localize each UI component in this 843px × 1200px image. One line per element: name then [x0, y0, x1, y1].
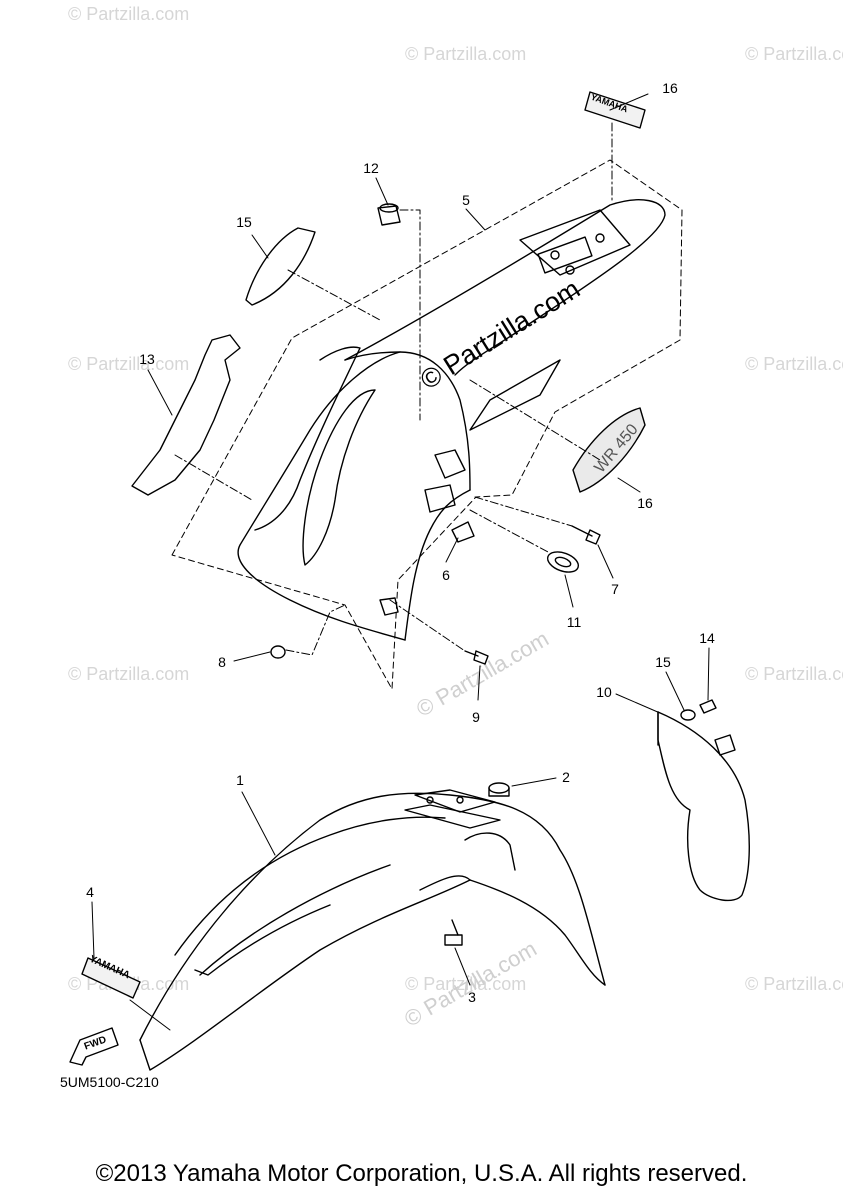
callout-6[interactable]: 6 [442, 567, 450, 583]
watermark-bottom-center: © Partzilla.com [405, 974, 527, 994]
leader-10 [615, 693, 661, 714]
leader-3 [454, 947, 471, 986]
leader-4 [91, 901, 95, 959]
leader-16-left-line [287, 269, 381, 321]
part-2-nut [488, 782, 510, 797]
part-7-bolt [571, 525, 601, 545]
callout-2[interactable]: 2 [562, 769, 570, 785]
watermark-lower-right: © Partzilla.com [745, 664, 843, 684]
callout-5[interactable]: 5 [462, 192, 470, 208]
callout-17[interactable]: 16 [662, 80, 678, 96]
callout-1[interactable]: 1 [236, 772, 244, 788]
leader-11-line [469, 509, 549, 553]
leader-11 [564, 574, 574, 608]
callout-7[interactable]: 7 [611, 581, 619, 597]
watermark-bottom-right: © Partzilla.com [745, 974, 843, 994]
part-15-washer [680, 709, 696, 721]
leader-12 [375, 177, 389, 206]
callout-12[interactable]: 12 [363, 160, 379, 176]
callout-10[interactable]: 10 [596, 684, 612, 700]
part-9-bolt [464, 650, 489, 665]
leader-4-line [129, 999, 171, 1031]
callout-16-left[interactable]: 15 [236, 214, 252, 230]
part-14-screw [699, 699, 717, 714]
leader-12-line [399, 209, 421, 421]
watermark-lower-left: © Partzilla.com [68, 664, 190, 684]
callout-9[interactable]: 9 [472, 709, 480, 725]
leader-9 [477, 665, 481, 701]
callout-8[interactable]: 8 [218, 654, 226, 670]
fwd-arrow [69, 1027, 119, 1066]
leader-16-right [617, 477, 641, 493]
leader-7 [597, 544, 614, 579]
part-16-decal-left [245, 227, 316, 306]
part-17-decal [584, 91, 646, 129]
copyright-footer: ©2013 Yamaha Motor Corporation, U.S.A. A… [95, 1160, 748, 1187]
callout-14[interactable]: 14 [699, 630, 715, 646]
watermark-mid-left: © Partzilla.com [68, 354, 190, 374]
leader-9-line [389, 599, 466, 652]
part-3-bolt [444, 919, 463, 946]
front-bracket [657, 711, 750, 902]
rear-fender [237, 199, 666, 641]
front-fender [139, 789, 606, 1071]
callout-13[interactable]: 13 [139, 351, 155, 367]
watermark-top-center: © Partzilla.com [405, 44, 527, 64]
leader-6 [445, 537, 459, 563]
part-16-decal-right [572, 407, 646, 493]
leader-5 [465, 208, 486, 231]
diagram-code: 5UM5100-C210 [60, 1074, 159, 1090]
leader-2 [511, 777, 557, 787]
callout-4[interactable]: 4 [86, 884, 94, 900]
part-4-decal [81, 957, 141, 999]
leader-16-right-line [469, 379, 601, 461]
leader-13 [147, 369, 173, 416]
callout-16-right[interactable]: 16 [637, 495, 653, 511]
watermark-mid-right: © Partzilla.com [745, 354, 843, 374]
leader-15 [665, 671, 685, 711]
leader-14 [707, 647, 710, 701]
part-11-grommet [546, 551, 580, 573]
callout-15[interactable]: 15 [655, 654, 671, 670]
part-6-clip [451, 521, 475, 543]
leader-13-line [174, 454, 253, 501]
callout-11[interactable]: 11 [566, 614, 582, 630]
part-13-guard [131, 334, 241, 496]
callout-3[interactable]: 3 [468, 989, 476, 1005]
watermark-top-left: © Partzilla.com [68, 4, 190, 24]
watermark-top-right: © Partzilla.com [745, 44, 843, 64]
assembly-dashed-box [171, 159, 683, 690]
part-8-collar [270, 645, 286, 659]
leader-8 [233, 651, 271, 662]
leader-17 [609, 93, 649, 111]
leader-7-line [474, 496, 573, 527]
leader-16-left [251, 234, 269, 259]
part-12-grommet [377, 203, 401, 226]
leader-1 [241, 791, 276, 856]
leader-8-line [285, 604, 346, 656]
